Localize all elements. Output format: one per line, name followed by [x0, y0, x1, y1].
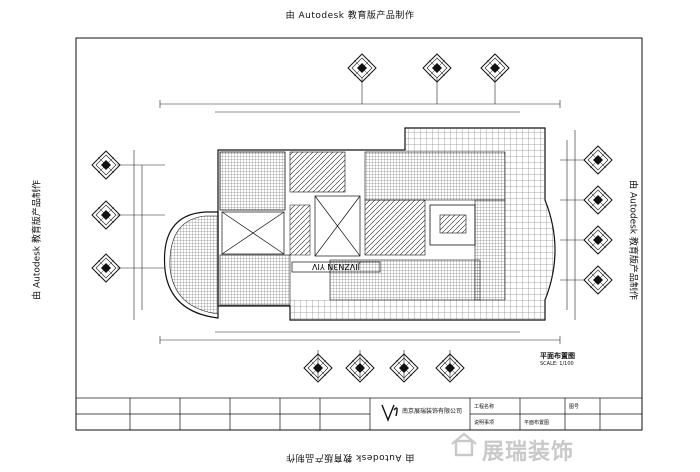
- office-zone-left: [219, 151, 286, 211]
- title-block-company: 南京展瑞装饰有限公司: [402, 408, 463, 415]
- reception-zone: [219, 254, 291, 306]
- title-block-cell: 工程名称: [474, 404, 495, 410]
- title-block: [75, 397, 643, 431]
- signage-bar: [291, 261, 381, 273]
- workstation-area: [364, 151, 506, 201]
- dimension-lines: [133, 100, 576, 344]
- terrace-grid-bottom: [290, 300, 505, 320]
- title-block-cell: 图号: [569, 404, 580, 410]
- atrium-center: [314, 195, 361, 257]
- watermark-top: 由 Autodesk 教育版产品制作: [285, 11, 415, 21]
- terrace-grid-right: [505, 156, 545, 320]
- terrace-grid-top: [405, 128, 545, 156]
- site-logo: 展瑞装饰: [478, 436, 575, 465]
- meeting-table: [439, 214, 467, 234]
- office-zone-mid: [364, 199, 426, 256]
- terrace-grid-curve: [545, 200, 555, 300]
- plan-scale: SCALE: 1/100: [540, 361, 574, 367]
- office-zone-lower: [329, 259, 481, 301]
- atrium-left: [221, 211, 285, 255]
- title-block-cell: 平面布置图: [524, 420, 550, 426]
- office-zone-top: [289, 151, 346, 193]
- svg-text:JIVZN3N YIV: JIVZN3N YIV: [311, 262, 361, 271]
- plan-title: 平面布置图: [540, 352, 575, 360]
- title-block-cell: 说明事项: [474, 420, 495, 426]
- stairs: [289, 204, 311, 256]
- site-logo-text: 展瑞装饰: [482, 440, 575, 465]
- lounge-curve: [169, 215, 219, 315]
- company-logo-mark: [381, 404, 398, 422]
- site-logo-house: [454, 439, 474, 457]
